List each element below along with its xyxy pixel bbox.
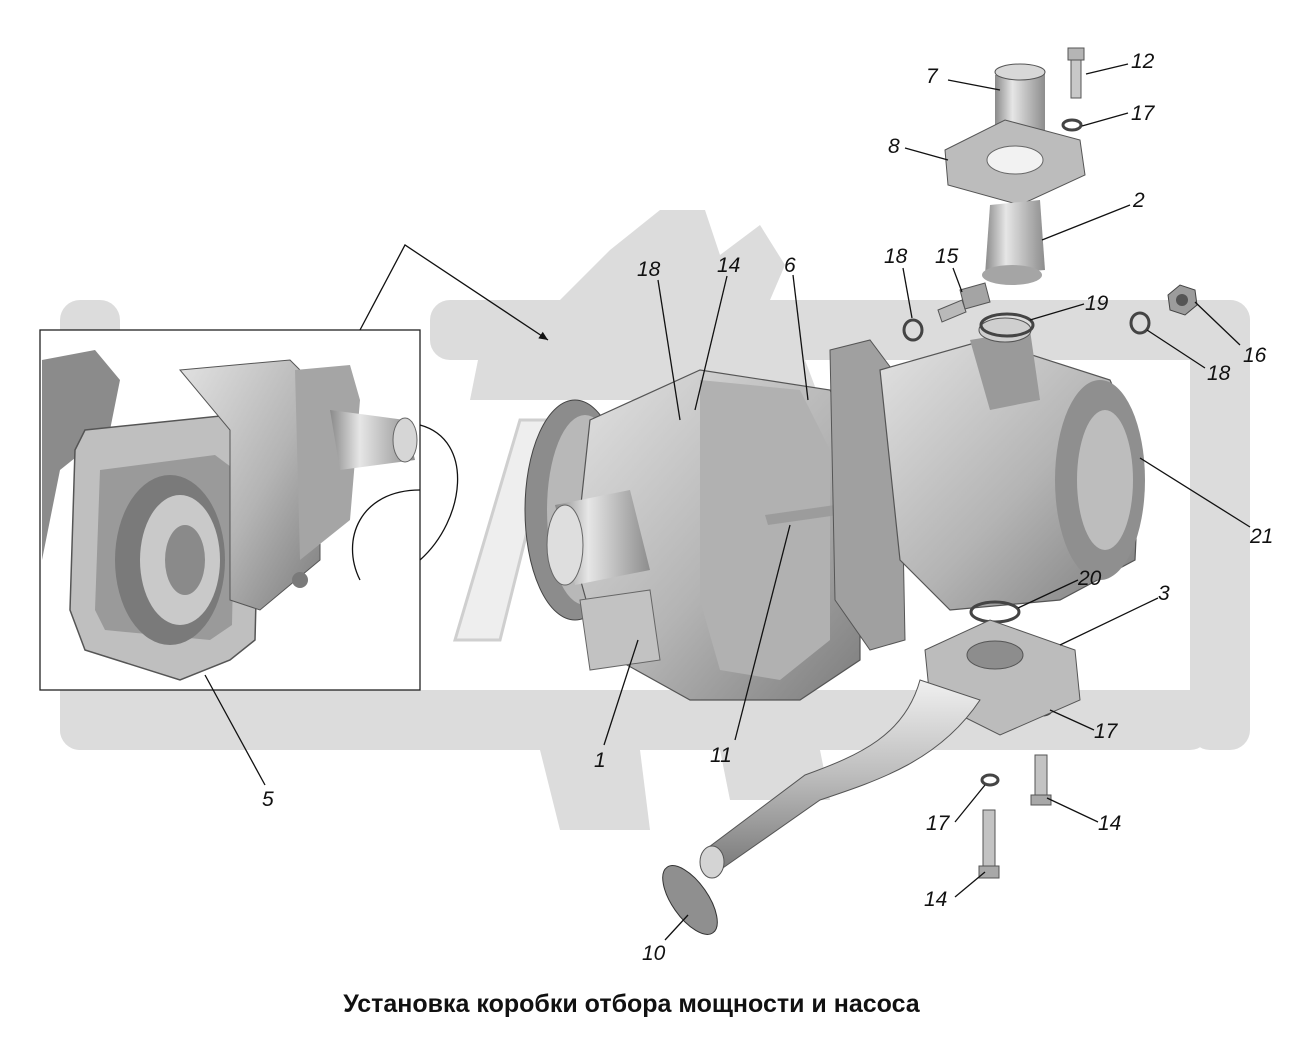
callout-14: 14 (717, 254, 740, 277)
callout-18: 18 (1207, 362, 1231, 385)
callout-20: 20 (1077, 567, 1102, 590)
callout-14: 14 (924, 888, 947, 911)
callout-8: 8 (888, 135, 900, 158)
callout-18: 18 (884, 245, 908, 268)
callout-18: 18 (637, 258, 661, 281)
callout-21: 21 (1249, 525, 1273, 548)
power-take-off-unit (524, 369, 861, 701)
callout-17: 17 (1094, 720, 1119, 743)
pointer-arrow (359, 244, 549, 341)
inset-detail-frame (39, 329, 459, 691)
callout-10: 10 (642, 942, 666, 965)
nut-16 (1167, 284, 1198, 316)
callout-3: 3 (1158, 582, 1170, 605)
suction-pipe-assembly (662, 619, 1081, 935)
callout-19: 19 (1085, 292, 1109, 315)
callout-7: 7 (926, 65, 939, 88)
lower-bolts (978, 754, 1052, 879)
callout-5: 5 (262, 788, 274, 811)
callout-17: 17 (926, 812, 951, 835)
callout-16: 16 (1243, 344, 1267, 367)
bolt-12 (1067, 47, 1085, 99)
callout-15: 15 (935, 245, 959, 268)
callout-2: 2 (1132, 189, 1145, 212)
callout-14: 14 (1098, 812, 1121, 835)
bolt-15 (937, 282, 991, 323)
figure-caption: Установка коробки отбора мощности и насо… (343, 990, 920, 1018)
callout-6: 6 (784, 254, 796, 277)
callout-1: 1 (594, 749, 606, 772)
leader-lines (204, 63, 1251, 941)
hydraulic-pump (829, 317, 1145, 651)
upper-fitting-assembly (944, 63, 1086, 285)
callout-17: 17 (1131, 102, 1156, 125)
callout-labels: 7 12 17 8 2 18 15 19 16 18 18 14 6 21 20… (262, 50, 1273, 965)
callout-12: 12 (1131, 50, 1155, 73)
callout-11: 11 (710, 744, 732, 767)
